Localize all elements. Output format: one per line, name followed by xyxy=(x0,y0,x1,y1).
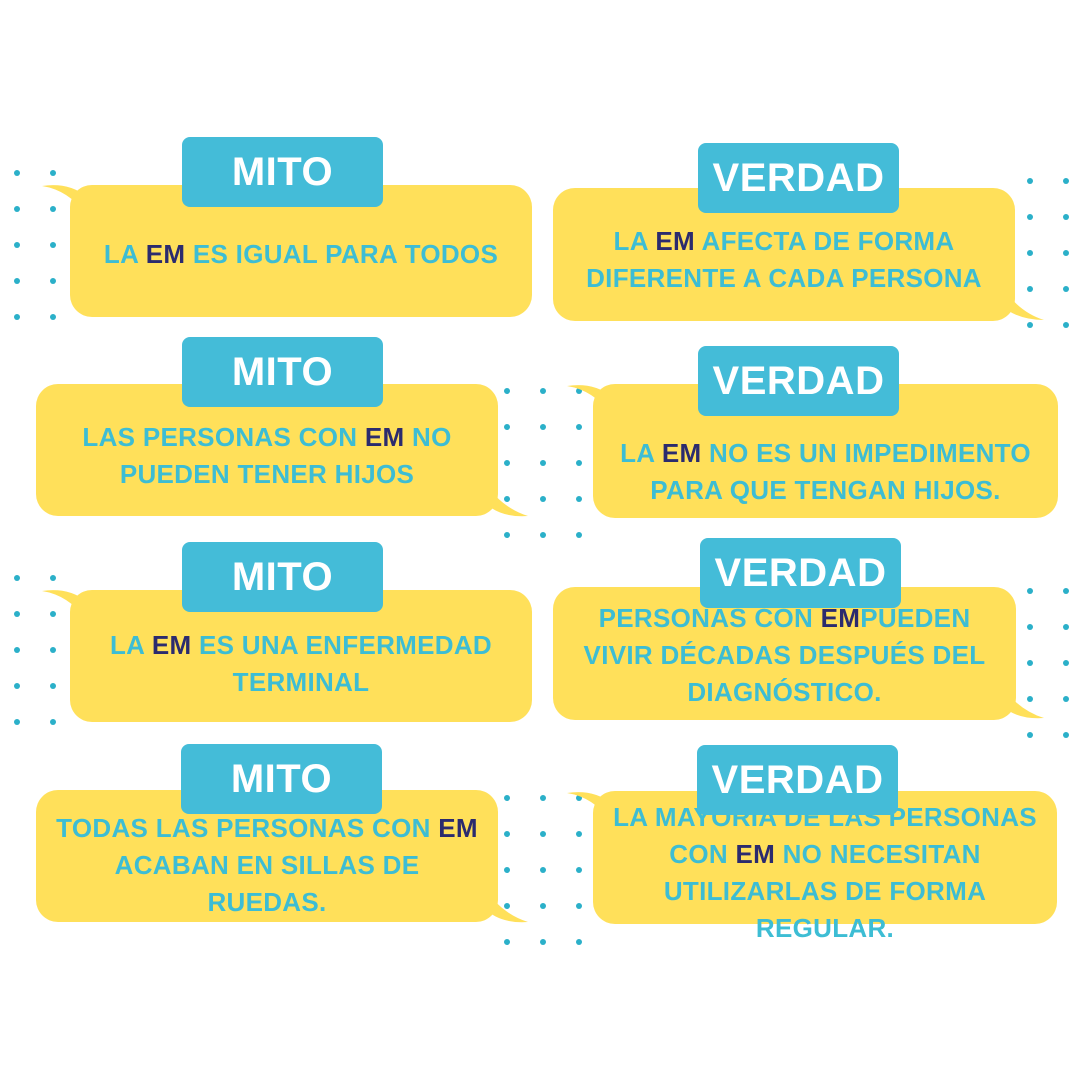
dot xyxy=(50,647,56,653)
dot xyxy=(504,388,510,394)
dot xyxy=(1027,588,1033,594)
myth-label: MITO xyxy=(182,337,383,407)
dot xyxy=(50,719,56,725)
myth-bubble: LA EM ES IGUAL PARA TODOS xyxy=(70,185,532,317)
myth-text: LAS PERSONAS CON EM NO PUEDEN TENER HIJO… xyxy=(82,422,452,489)
dot xyxy=(576,867,582,873)
myth-text: LA EM ES IGUAL PARA TODOS xyxy=(103,238,499,269)
truth-label: VERDAD xyxy=(698,143,899,213)
truth-label: VERDAD xyxy=(698,346,899,416)
dot xyxy=(14,206,20,212)
dot xyxy=(504,460,510,466)
dot xyxy=(50,575,56,581)
dot xyxy=(504,903,510,909)
truth-text: LA MAYORÍA DE LAS PERSONAS CON EM NO NEC… xyxy=(613,801,1037,943)
dot xyxy=(14,611,20,617)
bubble-tail xyxy=(484,482,528,517)
dot xyxy=(1027,322,1033,328)
dot xyxy=(1027,178,1033,184)
dot xyxy=(540,795,546,801)
dot-pattern xyxy=(504,388,582,538)
dot xyxy=(50,170,56,176)
dot xyxy=(50,683,56,689)
dot xyxy=(1063,624,1069,630)
dot xyxy=(504,424,510,430)
dot xyxy=(576,496,582,502)
truth-bubble: PERSONAS CON EMPUEDEN VIVIR DÉCADAS DESP… xyxy=(553,587,1016,720)
dot xyxy=(540,496,546,502)
dot xyxy=(540,939,546,945)
dot xyxy=(14,314,20,320)
truth-bubble: LA EM AFECTA DE FORMA DIFERENTE A CADA P… xyxy=(553,188,1015,321)
dot-pattern xyxy=(14,170,56,320)
truth-text: LA EM NO ES UN IMPEDIMENTO PARA QUE TENG… xyxy=(620,438,1031,505)
dot xyxy=(504,795,510,801)
dot xyxy=(504,939,510,945)
dot xyxy=(1063,588,1069,594)
dot xyxy=(504,831,510,837)
myth-bubble: TODAS LAS PERSONAS CON EM ACABAN EN SILL… xyxy=(36,790,498,922)
dot xyxy=(1063,214,1069,220)
myth-label: MITO xyxy=(182,542,383,612)
dot xyxy=(1063,732,1069,738)
dot xyxy=(14,242,20,248)
truth-text: PERSONAS CON EMPUEDEN VIVIR DÉCADAS DESP… xyxy=(583,603,986,707)
truth-text: LA EM AFECTA DE FORMA DIFERENTE A CADA P… xyxy=(586,225,982,293)
dot xyxy=(1027,732,1033,738)
dot-pattern xyxy=(1027,178,1069,328)
dot xyxy=(576,424,582,430)
dot xyxy=(14,575,20,581)
dot xyxy=(1063,250,1069,256)
dot xyxy=(576,831,582,837)
dot xyxy=(540,867,546,873)
myth-text: LA EM ES UNA ENFERMEDAD TERMINAL xyxy=(109,630,492,697)
dot xyxy=(540,903,546,909)
dot xyxy=(14,278,20,284)
dot xyxy=(504,496,510,502)
dot xyxy=(1063,286,1069,292)
dot xyxy=(1063,660,1069,666)
dot xyxy=(540,424,546,430)
dot xyxy=(1027,624,1033,630)
dot xyxy=(504,532,510,538)
myth-label: MITO xyxy=(182,137,383,207)
dot xyxy=(1027,214,1033,220)
dot xyxy=(1027,696,1033,702)
bubble-tail xyxy=(484,888,528,923)
dot xyxy=(50,611,56,617)
dot xyxy=(14,170,20,176)
dot xyxy=(540,831,546,837)
myth-text: TODAS LAS PERSONAS CON EM ACABAN EN SILL… xyxy=(56,812,478,917)
dot xyxy=(576,460,582,466)
dot-pattern xyxy=(14,575,56,725)
dot xyxy=(576,939,582,945)
myth-bubble: LA EM ES UNA ENFERMEDAD TERMINAL xyxy=(70,590,532,722)
dot xyxy=(1063,178,1069,184)
dot xyxy=(1027,660,1033,666)
dot xyxy=(50,314,56,320)
dot xyxy=(1063,322,1069,328)
dot xyxy=(1063,696,1069,702)
dot xyxy=(576,903,582,909)
dot xyxy=(14,647,20,653)
truth-label: VERDAD xyxy=(697,745,898,815)
dot xyxy=(14,719,20,725)
dot xyxy=(1027,286,1033,292)
myth-label: MITO xyxy=(181,744,382,814)
dot xyxy=(540,532,546,538)
dot xyxy=(14,683,20,689)
dot xyxy=(540,388,546,394)
truth-label: VERDAD xyxy=(700,538,901,608)
dot xyxy=(50,206,56,212)
dot xyxy=(576,532,582,538)
dot xyxy=(540,460,546,466)
dot-pattern xyxy=(504,795,582,945)
dot xyxy=(504,867,510,873)
dot xyxy=(1027,250,1033,256)
dot-pattern xyxy=(1027,588,1069,738)
dot xyxy=(50,278,56,284)
dot xyxy=(50,242,56,248)
